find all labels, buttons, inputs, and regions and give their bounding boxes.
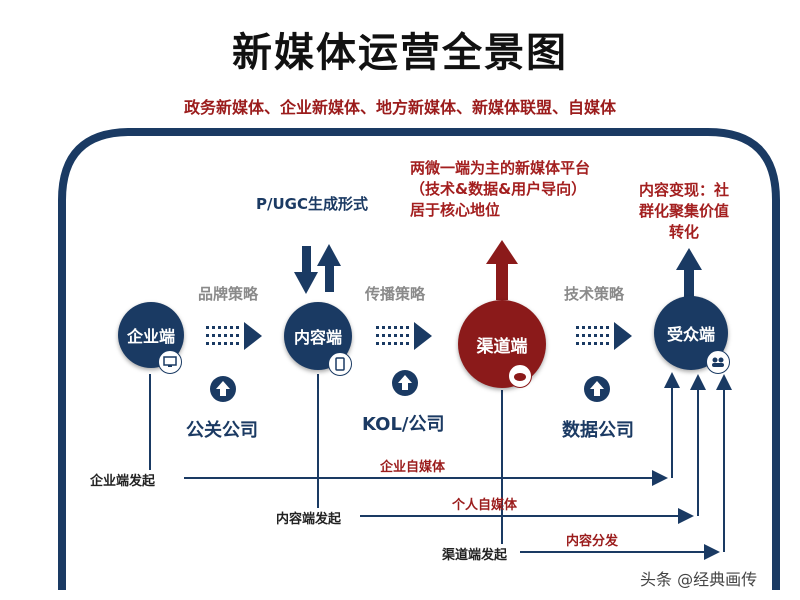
people-icon: [706, 350, 730, 374]
monitor-icon: [158, 350, 182, 374]
channel-note: 两微一端为主的新媒体平台（技术&数据&用户导向）居于核心地位: [410, 159, 591, 219]
channel-node-label: 渠道端: [476, 336, 528, 357]
dotted-arrow-2: [376, 322, 432, 350]
dotted-arrow-3: [576, 322, 632, 350]
personal-media-label: 个人自媒体: [452, 498, 518, 513]
kol-company-label: KOL/公司: [362, 414, 445, 435]
watermark: 头条 @经典画传: [640, 570, 758, 589]
enterprise-initiator-label: 企业端发起: [88, 470, 158, 489]
content-node-label: 内容端: [293, 328, 342, 347]
channel-node: 渠道端: [458, 300, 546, 388]
up-arrow-icon: [584, 376, 610, 402]
brand-strategy-label: 品牌策略: [198, 285, 259, 303]
channel-up-arrow: [486, 240, 518, 300]
data-company-label: 数据公司: [562, 420, 634, 441]
cloud-icon: [508, 364, 532, 388]
distribution-label: 内容分发: [566, 534, 619, 549]
up-arrow-icon: [392, 370, 418, 396]
enterprise-node-label: 企业端: [126, 327, 175, 346]
audience-node-label: 受众端: [666, 325, 715, 344]
audience-up-arrow: [676, 248, 702, 300]
outer-frame: [58, 128, 780, 590]
pugc-label: P/UGC生成形式: [256, 195, 368, 213]
enterprise-media-label: 企业自媒体: [380, 460, 446, 475]
content-initiator-label: 内容端发起: [274, 508, 344, 527]
monetize-note: 内容变现：社群化聚集价值转化: [638, 181, 729, 241]
page-title: 新媒体运营全景图: [232, 30, 568, 76]
dotted-arrow-1: [206, 322, 262, 350]
phone-icon: [328, 352, 352, 376]
up-arrow-icon: [210, 376, 236, 402]
spread-strategy-label: 传播策略: [365, 285, 426, 303]
tech-strategy-label: 技术策略: [564, 285, 625, 303]
page-subtitle: 政务新媒体、企业新媒体、地方新媒体、新媒体联盟、自媒体: [183, 98, 616, 117]
channel-initiator-label: 渠道端发起: [440, 544, 510, 563]
pugc-arrows: [294, 244, 341, 294]
pr-company-label: 公关公司: [186, 420, 258, 441]
enterprise-node: 企业端: [118, 302, 184, 368]
